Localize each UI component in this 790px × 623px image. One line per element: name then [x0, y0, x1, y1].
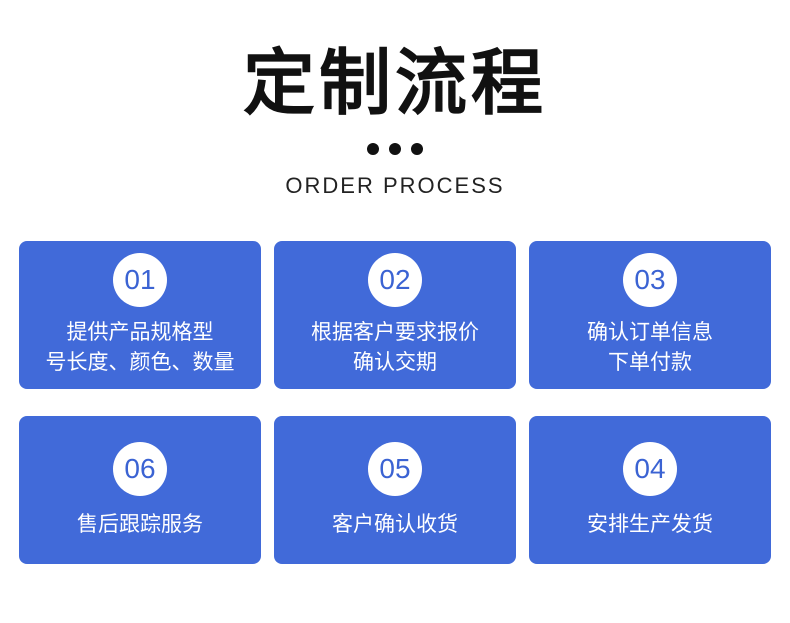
- step-text-line2: 确认交期: [353, 350, 437, 374]
- step-card-05: 05 客户确认收货: [274, 416, 516, 564]
- step-text-line1: 根据客户要求报价: [311, 320, 479, 344]
- step-text-line1: 安排生产发货: [587, 512, 713, 536]
- dot-icon: [411, 143, 423, 155]
- page-subtitle: ORDER PROCESS: [285, 173, 505, 198]
- step-number-badge: 03: [623, 253, 677, 307]
- step-text-line1: 确认订单信息: [587, 320, 713, 344]
- step-text-line2: 下单付款: [608, 350, 692, 374]
- step-card-01: 01 提供产品规格型 号长度、颜色、数量: [19, 241, 261, 389]
- page-title: 定制流程: [242, 41, 547, 125]
- step-text-line2: 号长度、颜色、数量: [45, 350, 235, 374]
- step-card-04: 04 安排生产发货: [529, 416, 771, 564]
- step-text-line1: 提供产品规格型: [66, 320, 214, 344]
- step-card-03: 03 确认订单信息 下单付款: [529, 241, 771, 389]
- step-text-line1: 客户确认收货: [332, 512, 458, 536]
- step-number-badge: 04: [623, 442, 677, 496]
- step-number-badge: 02: [368, 253, 422, 307]
- step-text-line1: 售后跟踪服务: [77, 512, 203, 536]
- dots-divider: [0, 143, 790, 155]
- step-number-badge: 06: [113, 442, 167, 496]
- dot-icon: [389, 143, 401, 155]
- dot-icon: [367, 143, 379, 155]
- step-card-02: 02 根据客户要求报价 确认交期: [274, 241, 516, 389]
- step-number-badge: 01: [113, 253, 167, 307]
- step-number-badge: 05: [368, 442, 422, 496]
- step-card-06: 06 售后跟踪服务: [19, 416, 261, 564]
